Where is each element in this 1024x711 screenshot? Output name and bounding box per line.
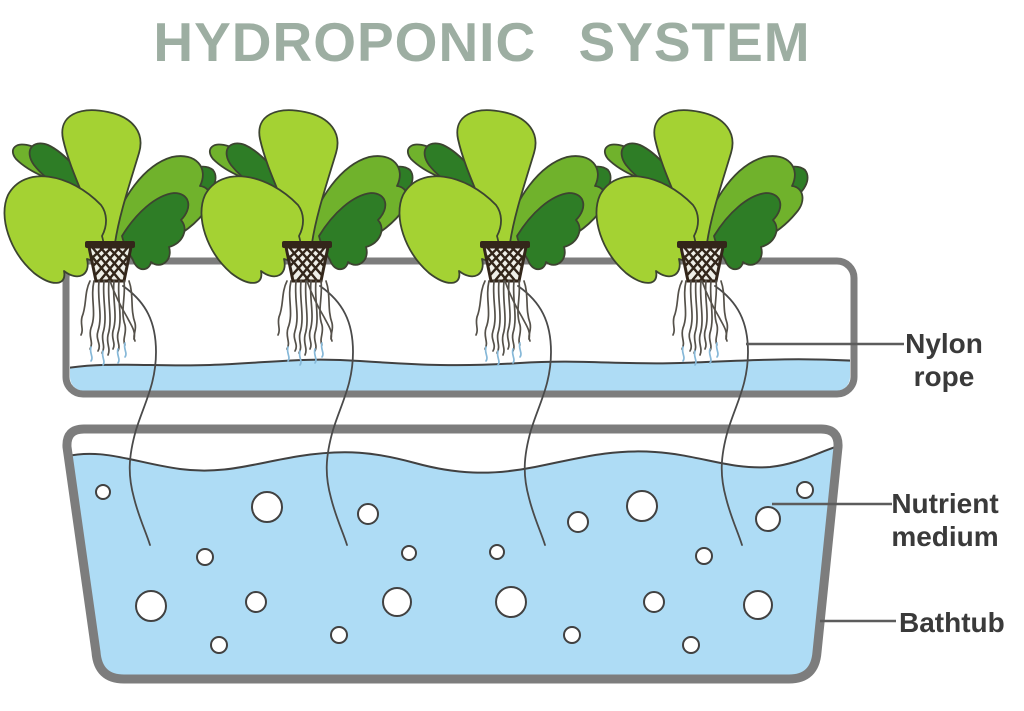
bubble — [382, 587, 412, 617]
nutrient-bubbles — [95, 481, 814, 654]
tray-water — [70, 359, 850, 391]
nylon-rope — [714, 285, 749, 546]
bubble — [743, 590, 773, 620]
bubble — [495, 586, 527, 618]
bubble — [251, 491, 283, 523]
plants — [4, 110, 807, 365]
tray-water-surface — [70, 358, 850, 370]
nylon-rope-label: Nylon rope — [905, 328, 983, 392]
nylon-rope — [319, 285, 354, 546]
nutrient-medium-label: Nutrient medium — [891, 488, 999, 552]
bubble — [755, 506, 781, 532]
bubble — [682, 636, 700, 654]
bathtub-label: Bathtub — [899, 607, 1005, 638]
nylon-ropes — [122, 285, 749, 546]
nylon-rope — [122, 285, 157, 546]
bubble — [626, 490, 658, 522]
plant — [201, 110, 412, 365]
leader-lines — [746, 342, 904, 623]
bubble — [196, 548, 214, 566]
bathtub-border — [62, 424, 843, 684]
bubble — [796, 481, 814, 499]
bathtub-water — [66, 444, 839, 679]
bathtub-water-surface — [66, 443, 839, 474]
bubble — [489, 544, 505, 560]
bubble — [643, 591, 665, 613]
bathtub — [62, 424, 843, 684]
grow-tray — [62, 257, 858, 398]
bubble — [567, 511, 589, 533]
bubble — [357, 503, 379, 525]
plant — [399, 110, 610, 365]
bubble — [135, 590, 167, 622]
bubble — [563, 626, 581, 644]
plant — [596, 110, 807, 365]
bubble — [330, 626, 348, 644]
bubble — [401, 545, 417, 561]
nylon-rope — [517, 285, 552, 546]
bubble — [95, 484, 111, 500]
bubble — [245, 591, 267, 613]
plant — [4, 110, 215, 365]
bubble — [210, 636, 228, 654]
diagram-title: HYDROPONIC SYSTEM — [153, 11, 811, 73]
bubble — [695, 547, 713, 565]
